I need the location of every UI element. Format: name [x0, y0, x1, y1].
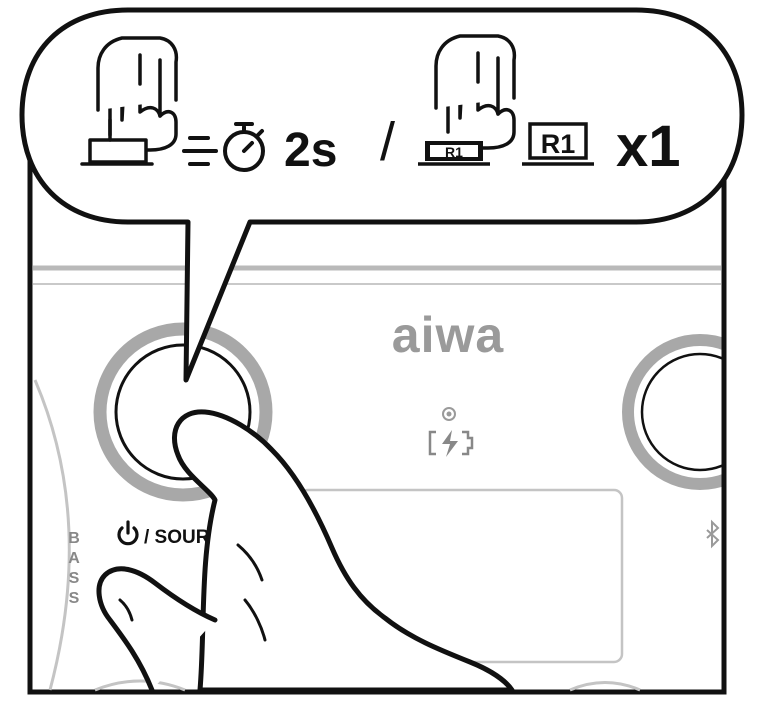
- instruction-bubble: [19, 7, 745, 383]
- bass-letter: S: [69, 570, 80, 587]
- repeat-count: x1: [616, 114, 681, 179]
- bubble-outline: [19, 7, 745, 383]
- brand-logo: aiwa: [392, 307, 505, 363]
- bottom-knob-left: [94, 679, 186, 692]
- bass-letter: B: [68, 530, 80, 547]
- press-hand-icon: [80, 36, 179, 166]
- panel-left-curve: [33, 379, 71, 691]
- press-duration: 2s: [284, 124, 337, 177]
- r1-key-small-label: R1: [445, 144, 463, 160]
- stopwatch-timer-icon: [182, 122, 265, 172]
- bass-letter: A: [68, 550, 80, 567]
- power-icon: [117, 520, 139, 546]
- bass-letter: S: [69, 590, 80, 607]
- r1-key-small: R1: [418, 141, 490, 166]
- bluetooth-icon: [706, 519, 720, 549]
- pressing-hand: [96, 409, 515, 693]
- press-hand-icon: [434, 34, 517, 150]
- r1-preset-key: R1: [522, 122, 594, 166]
- separator: /: [380, 112, 395, 172]
- battery-charging-icon: [428, 430, 474, 457]
- bass-label: B A S S: [68, 530, 80, 607]
- status-led: [442, 407, 456, 421]
- bottom-knob-right: [569, 681, 641, 692]
- r1-preset-label: R1: [541, 129, 576, 159]
